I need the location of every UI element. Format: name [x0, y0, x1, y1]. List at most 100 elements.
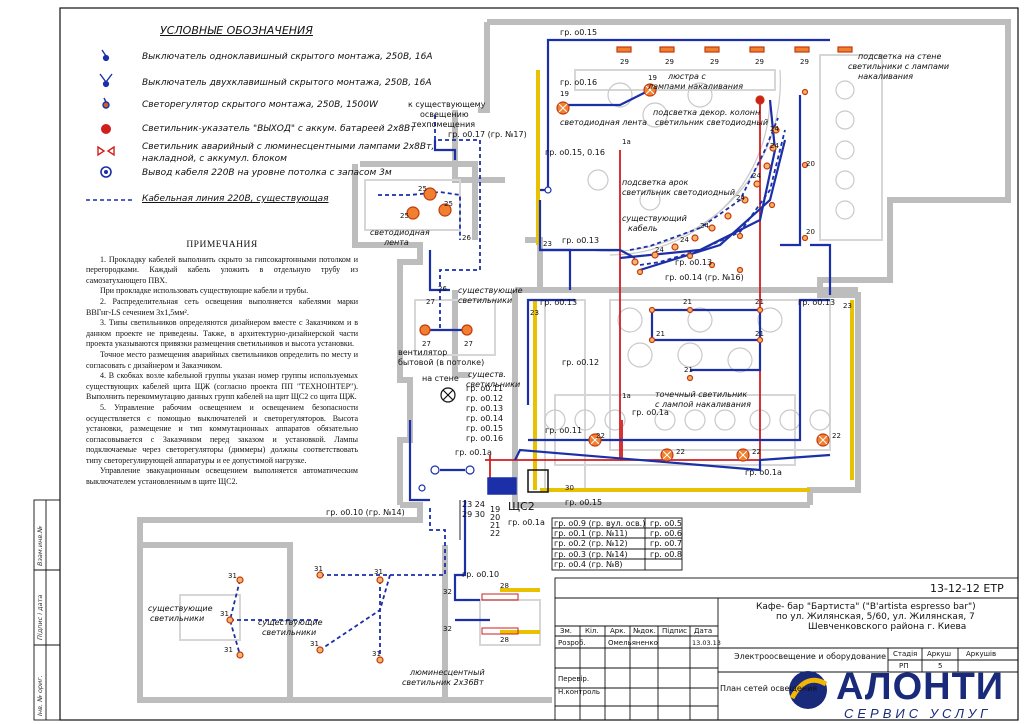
tb-header: Дата: [694, 627, 713, 635]
tb-developer-name: Омельяненко: [608, 639, 658, 647]
label-chandelier-2: лампами накаливания: [648, 82, 743, 91]
panel-numbers: 22: [490, 529, 501, 538]
label-existing-lamps-2: светильники: [458, 296, 513, 305]
label-existing-lighting-2: освещению: [420, 110, 469, 119]
lamp-number: 20: [806, 160, 815, 168]
lamp-number: 26: [462, 234, 471, 242]
lamp-number: 32: [443, 625, 452, 633]
label-existing-lamps-b2: светильники: [466, 380, 521, 389]
tb-checked-label: Перевір.: [558, 675, 590, 683]
lamp-number: 31: [228, 572, 237, 580]
tb-header: №док.: [633, 627, 656, 635]
lamp-number: 24: [680, 236, 689, 244]
lamp-number: 22: [676, 448, 685, 456]
project-district: Шевченковского района г. Киева: [808, 622, 967, 632]
company-logo: АЛОНТИ СЕРВИС УСЛУГ: [792, 666, 1022, 722]
groups-table-cell: гр. о0.3 (гр. №14): [554, 550, 628, 559]
side-stamp-cell: Підпис і дата: [36, 594, 44, 640]
drawing-code: 13-12-12 ЕТР: [930, 582, 1004, 595]
label-group-015-016: гр. о0.15, 0.16: [545, 148, 605, 157]
tb-header: Кіл.: [585, 627, 599, 635]
panel-numbers: 20: [490, 513, 501, 522]
lamp-number: 28: [500, 582, 509, 590]
project-address: по ул. Жилянская, 5/60, ул. Жилянская, 7: [776, 612, 975, 622]
fluorescent-fixture: [481, 593, 519, 635]
label-led-strip: светодиодная лента: [560, 118, 648, 127]
label-point-lamp: точечный светильник: [655, 390, 748, 399]
lamp-number: 24: [736, 194, 745, 202]
label-group-012: гр. о0.12: [562, 358, 600, 367]
groups-table-cell: гр. о0.9 (гр. вул. осв.): [554, 519, 646, 528]
label-led-strip-2: светодиодная: [370, 228, 430, 237]
label-fan: вентилятор: [398, 348, 448, 357]
label-arch-light-2: светильник светодиодный: [622, 188, 736, 197]
label-group-013-c: гр. о0.13: [540, 298, 578, 307]
lamp-number: 25: [400, 212, 409, 220]
lamp-number: 25: [444, 200, 453, 208]
label-group-013-b: гр. о0.13: [675, 258, 713, 267]
lamp-number: 1а: [622, 138, 631, 146]
label-group-01a-a: гр. о0.1а: [632, 408, 669, 417]
label-group-014: гр. о0.14 (гр. №16): [665, 273, 744, 282]
groups-table-cell: гр. о0.2 (гр. №12): [554, 539, 628, 548]
lamp-number: 30: [565, 484, 574, 492]
lamp-number: 21: [684, 366, 693, 374]
group-list-item: гр. о0.16: [466, 434, 504, 443]
notes-title: ПРИМЕЧАНИЯ: [186, 240, 258, 250]
lamp-number: 22: [752, 448, 761, 456]
notes-block: ПРИМЕЧАНИЯ 1. Прокладку кабелей выполнит…: [86, 240, 358, 488]
label-led-strip-3: лента: [384, 238, 409, 247]
label-group-01a-c: гр. о0.1а: [455, 448, 492, 457]
lamp-number: 21: [755, 298, 764, 306]
side-stamp-cell: Інв. № ориг.: [36, 675, 44, 716]
lamp-number: 31: [310, 640, 319, 648]
lamp-number: 27: [464, 340, 473, 348]
label-group-016: гр. о0.16: [560, 78, 598, 87]
tb-section: Электроосвещение и оборудование: [734, 652, 887, 661]
panel-numbers: 21: [490, 521, 501, 530]
lamp-number: 22: [832, 432, 841, 440]
lamp-number: 29: [665, 58, 674, 66]
lamp-number: 32: [443, 588, 452, 596]
logo-subtitle: СЕРВИС УСЛУГ: [844, 706, 992, 721]
label-existing-lighting-3: техпомещения: [412, 120, 476, 129]
lamp-number: 28: [500, 636, 509, 644]
lamp-number: 24: [700, 222, 709, 230]
legend-item-emergency-lamp: Светильник аварийный с люминесцентными л…: [142, 142, 435, 152]
label-wall-light: подсветка на стене: [858, 52, 942, 61]
lamp-number: 20: [806, 228, 815, 236]
notes-paragraph: Управление эвакуационным освещением выпо…: [86, 466, 358, 487]
notes-paragraph: 4. В скобках возле кабельной группы указ…: [86, 371, 358, 402]
groups-table-cell: гр. о0.1 (гр. №11): [554, 529, 628, 538]
notes-paragraph: 1. Прокладку кабелей выполнить скрыто за…: [86, 254, 358, 285]
lamp-number: 23: [543, 240, 552, 248]
label-existing-cable: существующий: [622, 214, 687, 223]
tb-stage: РП: [899, 662, 909, 670]
building-walls-thin: [179, 54, 883, 646]
lamp-number: 29: [620, 58, 629, 66]
tb-developer-label: Розроб.: [558, 639, 586, 647]
label-fluorescent: люминесцентный: [410, 668, 485, 677]
blue-cable-lines: [408, 38, 832, 622]
notes-paragraph: 3. Типы светильников определяются дизайн…: [86, 318, 358, 349]
groups-table-cell: гр. о0.5: [650, 519, 682, 528]
label-existing-lamps: существующие: [458, 286, 523, 295]
legend-item-double-switch: Выключатель двухклавишный скрытого монта…: [142, 78, 432, 88]
label-wall-light-2: светильники с лампами: [848, 62, 950, 71]
group-list-item: гр. о0.15: [466, 424, 504, 433]
lamp-number: 1а: [622, 392, 631, 400]
lamp-number: 29: [710, 58, 719, 66]
tb-stage-header: Стадія: [893, 650, 918, 658]
lamp-number: 31: [372, 650, 381, 658]
legend-item-cable-line: Кабельная линия 220В, существующая: [142, 194, 329, 204]
logo-mark: [789, 671, 828, 709]
tb-date: 13.03.13: [692, 639, 721, 647]
lamp-symbols: [226, 46, 853, 664]
lamp-number: 29: [755, 58, 764, 66]
lamp-number: 31: [314, 565, 323, 573]
legend-symbols: [97, 49, 115, 178]
label-group-013-d: гр. о0.13: [798, 298, 836, 307]
panel-numbers: 23 24: [462, 500, 485, 509]
legend-title: УСЛОВНЫЕ ОБОЗНАЧЕНИЯ: [160, 24, 313, 37]
led-strips: [500, 70, 854, 634]
